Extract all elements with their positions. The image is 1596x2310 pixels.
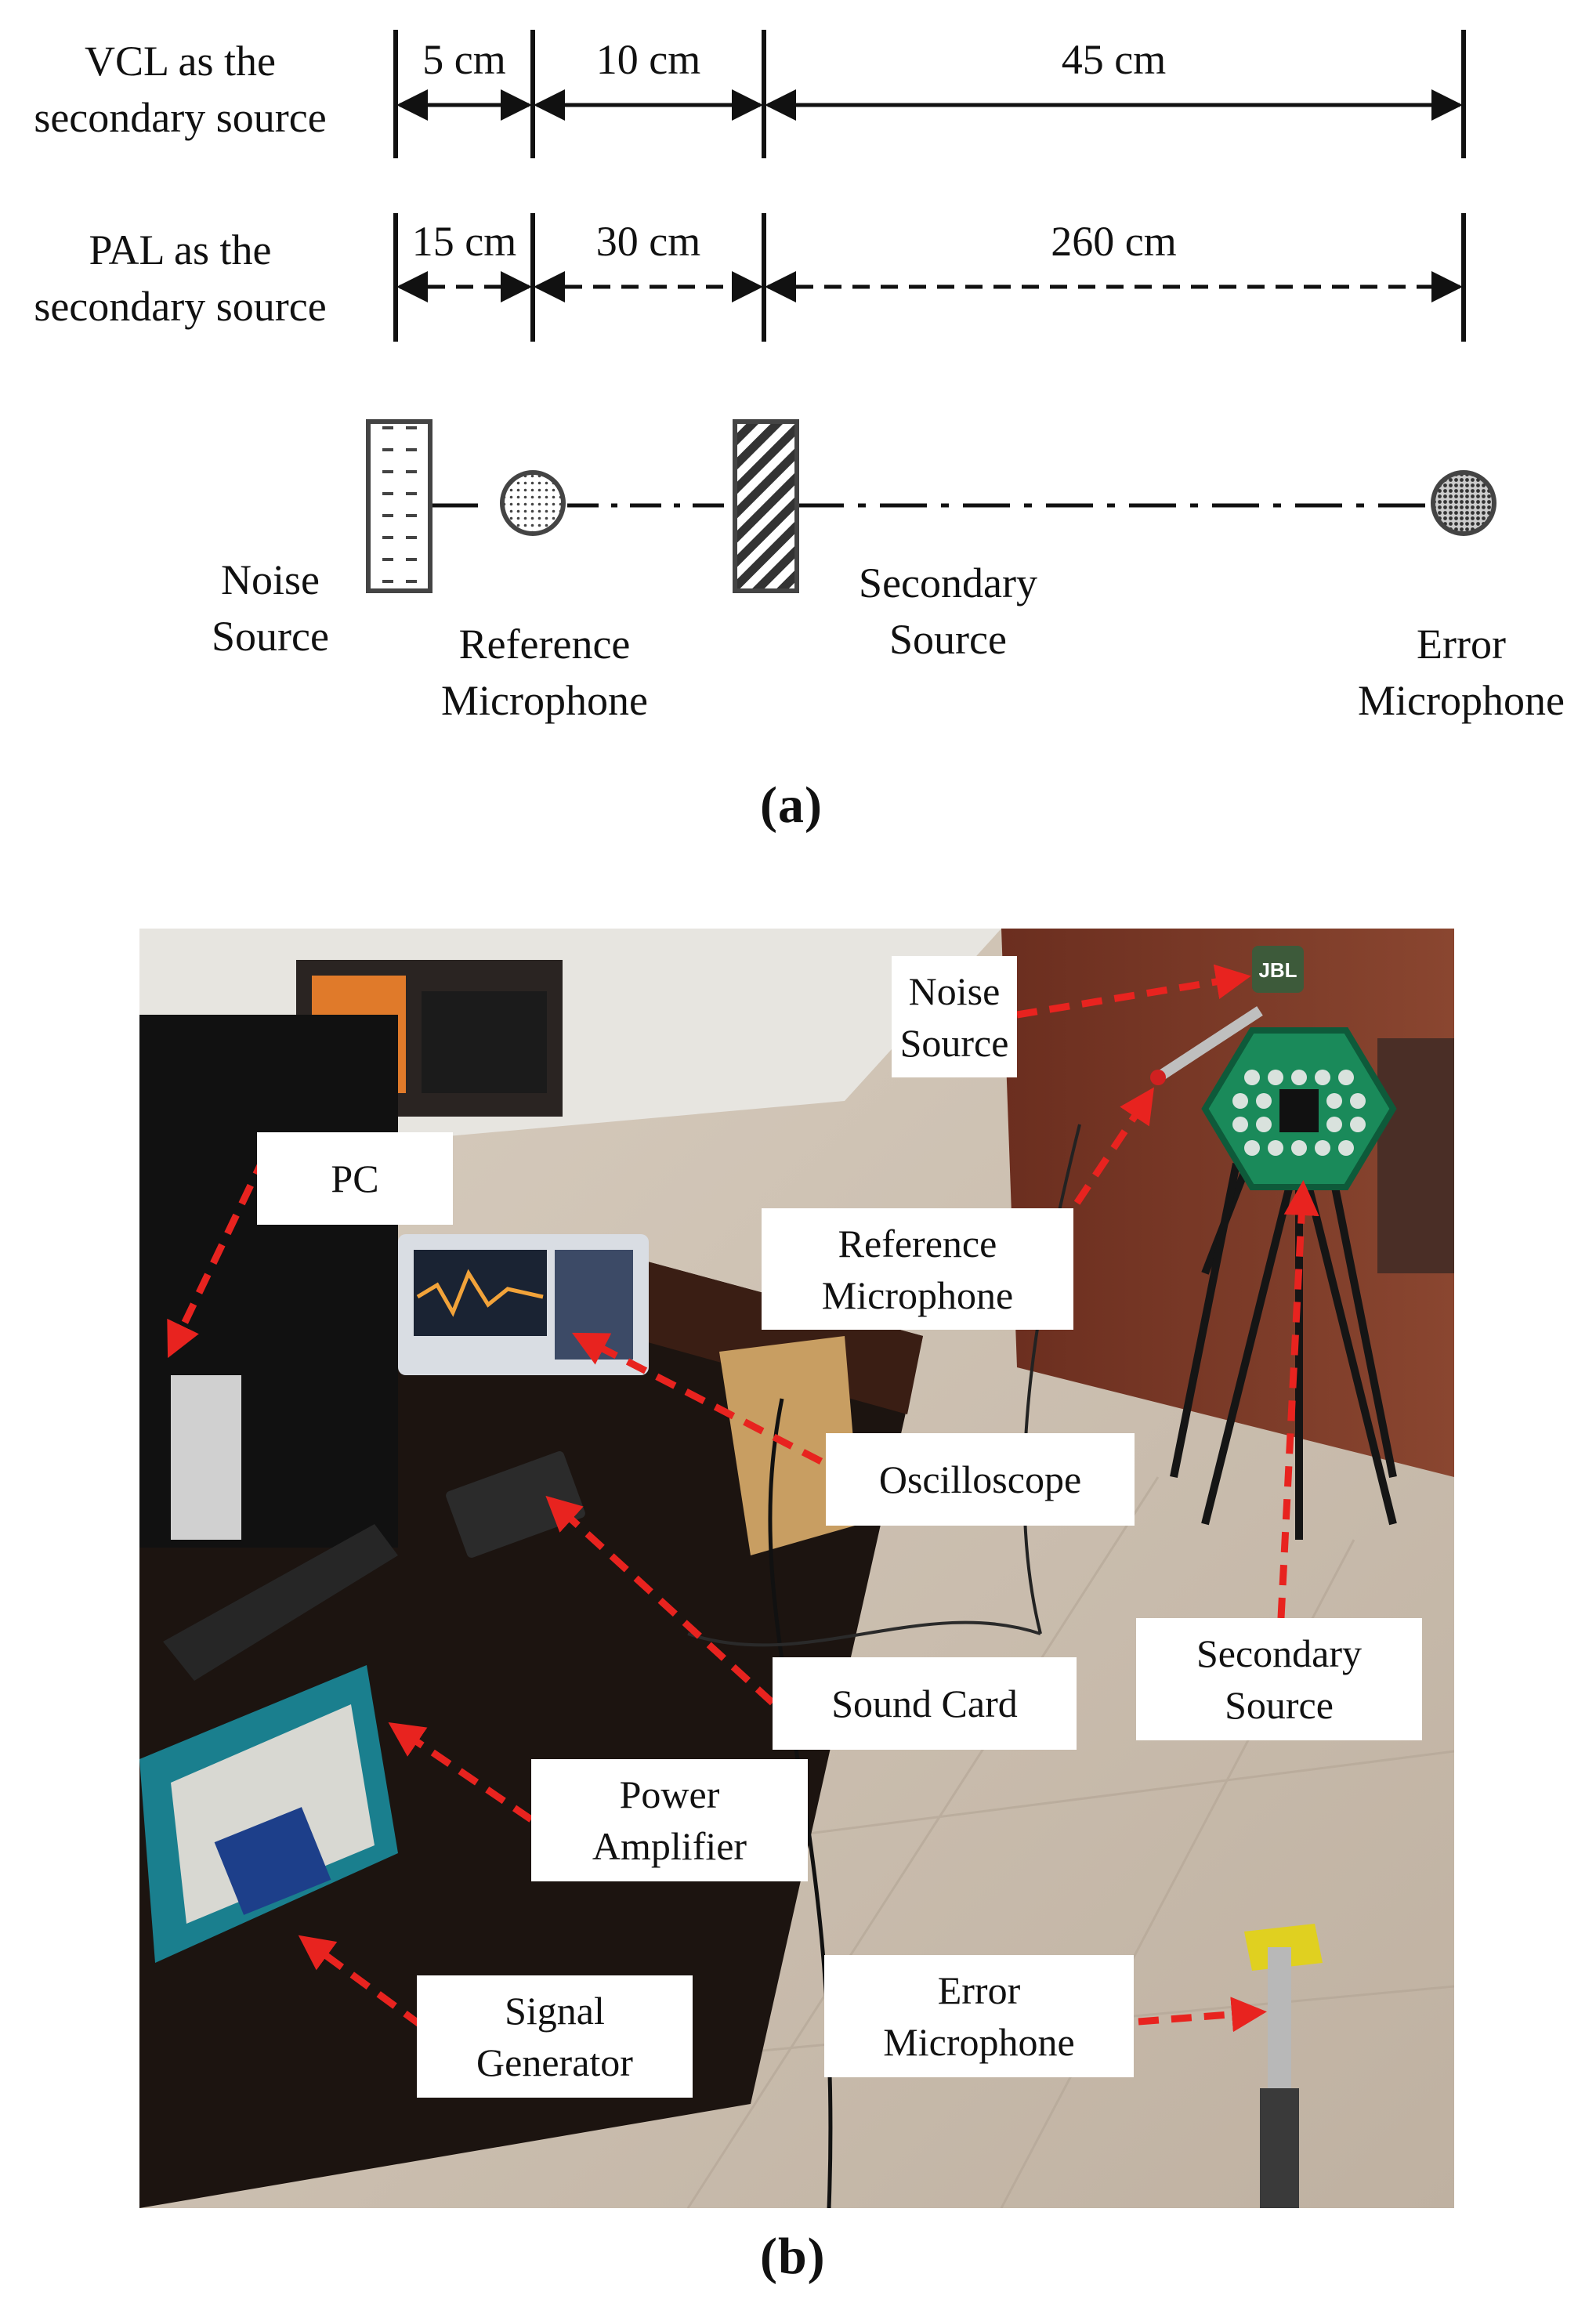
caption-b: (b) — [760, 2228, 826, 2285]
stool — [1377, 1038, 1454, 1273]
secondary-source-symbol — [733, 419, 799, 593]
callout-error-microphone: Error Microphone — [824, 1955, 1134, 2077]
callout-reference-microphone: Reference Microphone — [762, 1208, 1073, 1330]
error-microphone-symbol — [1431, 470, 1496, 536]
row-label-vcl: VCL as the secondary source — [34, 38, 327, 141]
reference-microphone-device — [1155, 1006, 1263, 1082]
callout-secondary-source: Secondary Source — [1136, 1618, 1422, 1740]
signal-generator-device — [139, 1665, 398, 1963]
segment-label-pal-1: 15 cm — [411, 218, 517, 265]
noise-source-symbol — [366, 419, 432, 593]
label-error-microphone: Error Microphone — [1358, 621, 1565, 724]
segment-label-pal-3: 260 cm — [1051, 218, 1177, 265]
noise-source-speaker — [1252, 946, 1304, 993]
lab-setup-photo: JBL — [139, 929, 1454, 2208]
callout-noise-source: Noise Source — [892, 956, 1017, 1077]
arrow-signal-generator — [298, 1935, 424, 2029]
callout-power-amplifier: Power Amplifier — [531, 1759, 808, 1881]
callout-signal-generator: Signal Generator — [417, 1975, 693, 2098]
arrow-secondary-source — [1277, 1180, 1319, 1619]
row-label-pal: PAL as the secondary source — [34, 226, 327, 330]
arrow-noise-source — [1016, 964, 1251, 1019]
caption-a: (a) — [760, 777, 823, 834]
sound-card-device — [446, 1451, 585, 1558]
arrow-pc — [167, 1154, 269, 1359]
photo-scene: JBL — [139, 929, 1454, 2208]
label-secondary-source: Secondary Source — [859, 559, 1037, 663]
arrow-oscilloscope — [572, 1332, 823, 1465]
arrow-error-microphone — [1138, 1997, 1267, 2033]
segment-label-pal-2: 30 cm — [595, 218, 701, 265]
label-reference-microphone: Reference Microphone — [441, 621, 648, 724]
callout-sound-card: Sound Card — [773, 1657, 1077, 1750]
reference-microphone-symbol — [500, 470, 566, 536]
arrow-sound-card — [545, 1495, 776, 1706]
speaker-brand: JBL — [1258, 958, 1297, 982]
panel-a-diagram — [366, 30, 1496, 593]
segment-label-vcl-1: 5 cm — [422, 36, 506, 83]
label-noise-source: Noise Source — [212, 556, 329, 660]
segment-label-vcl-3: 45 cm — [1061, 36, 1167, 83]
error-microphone-device — [1244, 1924, 1323, 2208]
callout-pc: PC — [257, 1132, 453, 1225]
arrow-power-amplifier — [388, 1722, 534, 1823]
keyboard — [163, 1524, 398, 1681]
callout-oscilloscope: Oscilloscope — [826, 1433, 1135, 1526]
segment-label-vcl-2: 10 cm — [595, 36, 701, 83]
